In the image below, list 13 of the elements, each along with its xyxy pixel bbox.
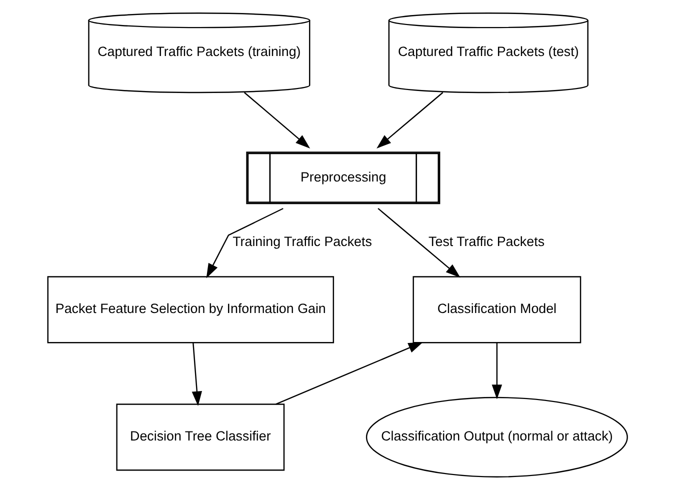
arrow (376, 92, 443, 148)
edge-label: Training Traffic Packets (232, 234, 372, 249)
arrow (377, 208, 460, 278)
node-box: Classification Model (412, 276, 581, 344)
arrow (206, 208, 283, 278)
node-box: Decision Tree Classifier (116, 404, 284, 471)
arrow (491, 342, 502, 400)
node-ellipse: Classification Output (normal or attack) (365, 396, 628, 478)
arrow (191, 342, 202, 406)
arrow (243, 92, 310, 148)
edge-label: Test Traffic Packets (428, 234, 544, 249)
node-box: Packet Feature Selection by Information Gain (46, 276, 334, 344)
arrow (275, 342, 423, 405)
